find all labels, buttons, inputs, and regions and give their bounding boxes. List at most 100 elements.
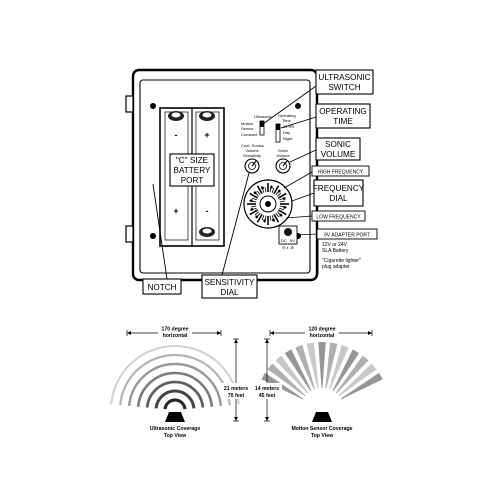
frequency-dial-tick — [269, 215, 272, 221]
low-frequency-callout: LOW FREQUENCY — [285, 210, 366, 222]
sonic-knob-label-1: Sonic — [278, 148, 288, 153]
switch-label-constant: Constant — [241, 132, 258, 137]
frequency-dial-tick — [249, 192, 259, 199]
frequency-dial-tick — [264, 187, 267, 193]
ultrasonic-wave-arc — [154, 389, 196, 409]
operating-time-callout: OPERATING TIME — [280, 103, 371, 129]
time-label-24hr: 24 HR — [283, 124, 294, 129]
control-switches: Ultrasonic Motion Sensor Constant Cont. … — [241, 113, 296, 148]
volume-knob-label-2: Sensitivity — [243, 153, 261, 158]
motion-sensor-ray — [340, 372, 383, 400]
battery-sign-4: - — [206, 206, 209, 216]
motion-coverage-diagram: 120 degree horizontal 14 meters 45 feet … — [252, 325, 383, 439]
sonic-volume-callout: SONIC VOLUME — [289, 137, 361, 163]
frequency-dial-tick — [251, 205, 257, 208]
c-size-label-line-2: BATTERY — [173, 166, 211, 175]
frequency-dial-tick — [275, 212, 280, 218]
high-frequency-leader — [283, 171, 313, 189]
battery-contact-top-left — [168, 111, 184, 121]
frequency-dial-mark — [250, 208, 254, 211]
sonic-volume-knob-group: Sonic Volume — [275, 148, 291, 174]
battery-sign-2: + — [204, 130, 209, 140]
notch-callout: NOTCH — [142, 183, 182, 295]
sensitivity-dial-callout: SENSITIVITY DIAL — [201, 172, 258, 299]
motion-caption-1: Motion Sensor Coverage — [291, 426, 352, 432]
ultrasonic-angle-dimension: 170 degree horizontal — [126, 325, 222, 341]
motion-distance-label-1: 14 meters — [255, 386, 279, 392]
screw-bottom-left — [150, 233, 156, 239]
screw-top-right — [295, 103, 301, 109]
sensitivity-knob-group: Volume Sensitivity — [243, 148, 261, 174]
ultrasonic-wave-arc — [119, 353, 231, 406]
battery-contact-bottom-right — [199, 227, 215, 237]
low-frequency-leader — [285, 215, 313, 219]
operating-time-leader — [280, 116, 317, 129]
switch-label-sensor: Sensor — [241, 126, 254, 131]
frequency-dial-markings — [247, 183, 289, 225]
motion-sensor-rays — [261, 342, 383, 400]
frequency-dial-mark — [283, 206, 286, 209]
ultrasonic-caption-1: Ultrasonic Coverage — [150, 426, 201, 432]
frequency-dial-tick — [271, 187, 275, 193]
ultrasonic-switch-leader — [262, 85, 317, 125]
frequency-dial-mark — [255, 215, 258, 218]
ultrasonic-distance-dimension: 21 meters 70 feet — [221, 338, 251, 422]
adapter-port-leader — [296, 233, 318, 236]
frequency-dial-tick — [279, 207, 285, 211]
motion-distance-label-2: 45 feet — [259, 393, 276, 399]
ultrasonic-switch-callout: ULTRASONIC SWITCH — [262, 69, 374, 125]
frequency-dial-leader — [291, 192, 315, 202]
low-frequency-label: LOW FREQUENCY — [316, 215, 361, 221]
motion-sensor-ray — [325, 342, 338, 389]
battery-contact-top-right — [199, 111, 215, 121]
sonic-volume-leader — [289, 149, 317, 163]
jack-polarity-symbol: ⊖-◐-⊕ — [282, 245, 294, 250]
operating-time-label-1: OPERATING — [319, 107, 367, 116]
motion-sensor-ray — [332, 349, 360, 392]
frequency-dial-mark — [279, 214, 282, 217]
adapter-port-label: 9V ADAPTER PORT — [324, 233, 370, 239]
ultrasonic-wave-arc — [136, 371, 214, 407]
frequency-dial-tick — [251, 197, 257, 201]
motion-caption-2: Top View — [311, 433, 334, 439]
c-size-label-line-1: "C" SIZE — [176, 156, 209, 165]
frequency-dial-tick — [249, 209, 259, 216]
frequency-dial[interactable] — [243, 179, 293, 229]
adapter-port-callout: 9V ADAPTER PORT 12V or 24V SLA Battery "… — [296, 228, 378, 274]
ultrasonic-coverage-diagram: 170 degree horizontal 21 meters 70 feet … — [110, 325, 251, 439]
switch-label-ultrasonic: Ultrasonic — [254, 114, 272, 119]
time-label-operating: Operating — [278, 113, 296, 118]
high-frequency-callout: HIGH FREQUENCY — [283, 165, 370, 189]
battery-sign-1: - — [175, 130, 178, 140]
motion-distance-dimension: 14 meters 45 feet — [252, 338, 282, 422]
sensitivity-dial-label-1: SENSITIVITY — [204, 278, 255, 287]
motion-sensor-ray — [295, 344, 315, 390]
ultrasonic-caption-2: Top View — [164, 433, 187, 439]
frequency-dial-mark — [272, 218, 275, 222]
motion-sensor-ray — [338, 363, 377, 397]
frequency-dial-mark — [270, 186, 273, 189]
ultrasonic-angle-label-2: horizontal — [163, 333, 188, 339]
left-hinge-bottom — [125, 225, 134, 243]
motion-sensor-ray — [306, 342, 319, 389]
adapter-note-1-line-2: SLA Battery — [322, 248, 349, 254]
svg-text:·: · — [316, 258, 318, 264]
sonic-knob-label-2: Volume — [276, 153, 290, 158]
motion-sensor-ray — [267, 363, 306, 397]
frequency-dial-mark — [254, 191, 257, 194]
operating-time-switch-knob — [276, 124, 280, 130]
switch-label-cont-sonics: Cont. Sonics — [241, 143, 264, 148]
frequency-dial-label-1: FREQUENCY — [313, 184, 365, 193]
time-label-night: Night — [283, 136, 293, 141]
left-hinge-top — [125, 95, 134, 113]
sonic-volume-label-1: SONIC — [325, 140, 351, 149]
time-label-time: Time — [282, 118, 292, 123]
ultrasonic-wave-arcs — [110, 345, 240, 410]
frequency-dial-tick — [256, 190, 261, 196]
frequency-dial-tick — [256, 185, 263, 195]
frequency-dial-tick — [277, 192, 287, 199]
motion-sensor-ray — [284, 349, 312, 392]
ultrasonic-switch-knob — [260, 121, 264, 127]
dc-jack-socket[interactable] — [284, 228, 292, 236]
ultrasonic-switch-label-1: ULTRASONIC — [318, 73, 370, 82]
